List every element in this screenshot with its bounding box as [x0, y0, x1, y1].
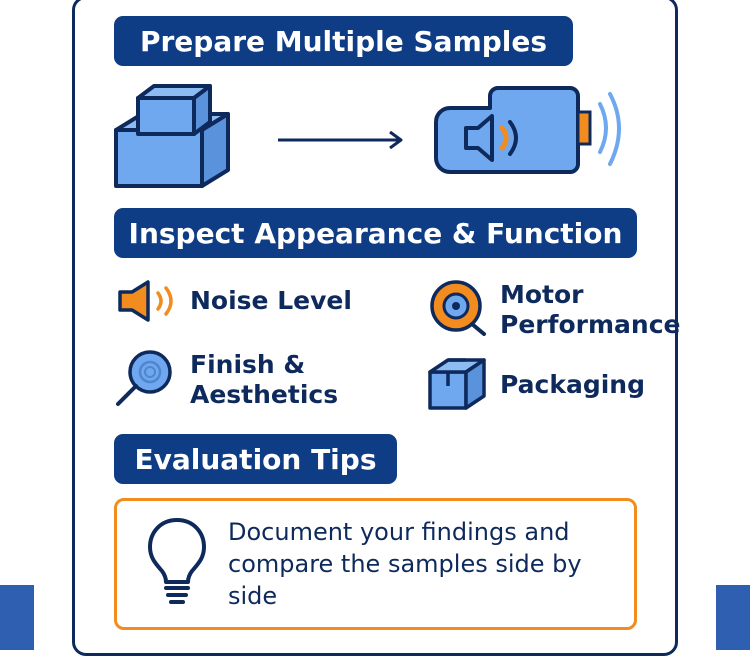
- inspect-header: Inspect Appearance & Function: [114, 208, 637, 258]
- prepare-samples-header: Prepare Multiple Samples: [114, 16, 573, 66]
- finish-label-line2: Aesthetics: [190, 380, 339, 409]
- speaker-icon: [118, 280, 173, 322]
- magnifier-icon: [116, 350, 172, 406]
- motor-performance-label: Motor Performance: [500, 280, 680, 340]
- right-side-block: [716, 585, 750, 650]
- stacked-samples-icon: [114, 84, 230, 188]
- packaging-label: Packaging: [500, 370, 645, 399]
- lightbulb-icon: [148, 518, 206, 604]
- finish-label-line1: Finish &: [190, 350, 306, 379]
- box-icon: [428, 358, 486, 410]
- tip-text: Document your findings and compare the s…: [228, 518, 582, 610]
- motor-icon: [430, 280, 486, 336]
- motor-label-line1: Motor: [500, 280, 584, 309]
- evaluation-tips-header: Evaluation Tips: [114, 434, 397, 484]
- noise-level-label: Noise Level: [190, 286, 352, 315]
- motor-label-line2: Performance: [500, 310, 681, 339]
- speaker-device-icon: [434, 86, 621, 174]
- finish-aesthetics-label: Finish & Aesthetics: [190, 350, 338, 410]
- arrow-right-icon: [278, 130, 403, 150]
- left-side-block: [0, 585, 34, 650]
- tip-box: [114, 498, 637, 630]
